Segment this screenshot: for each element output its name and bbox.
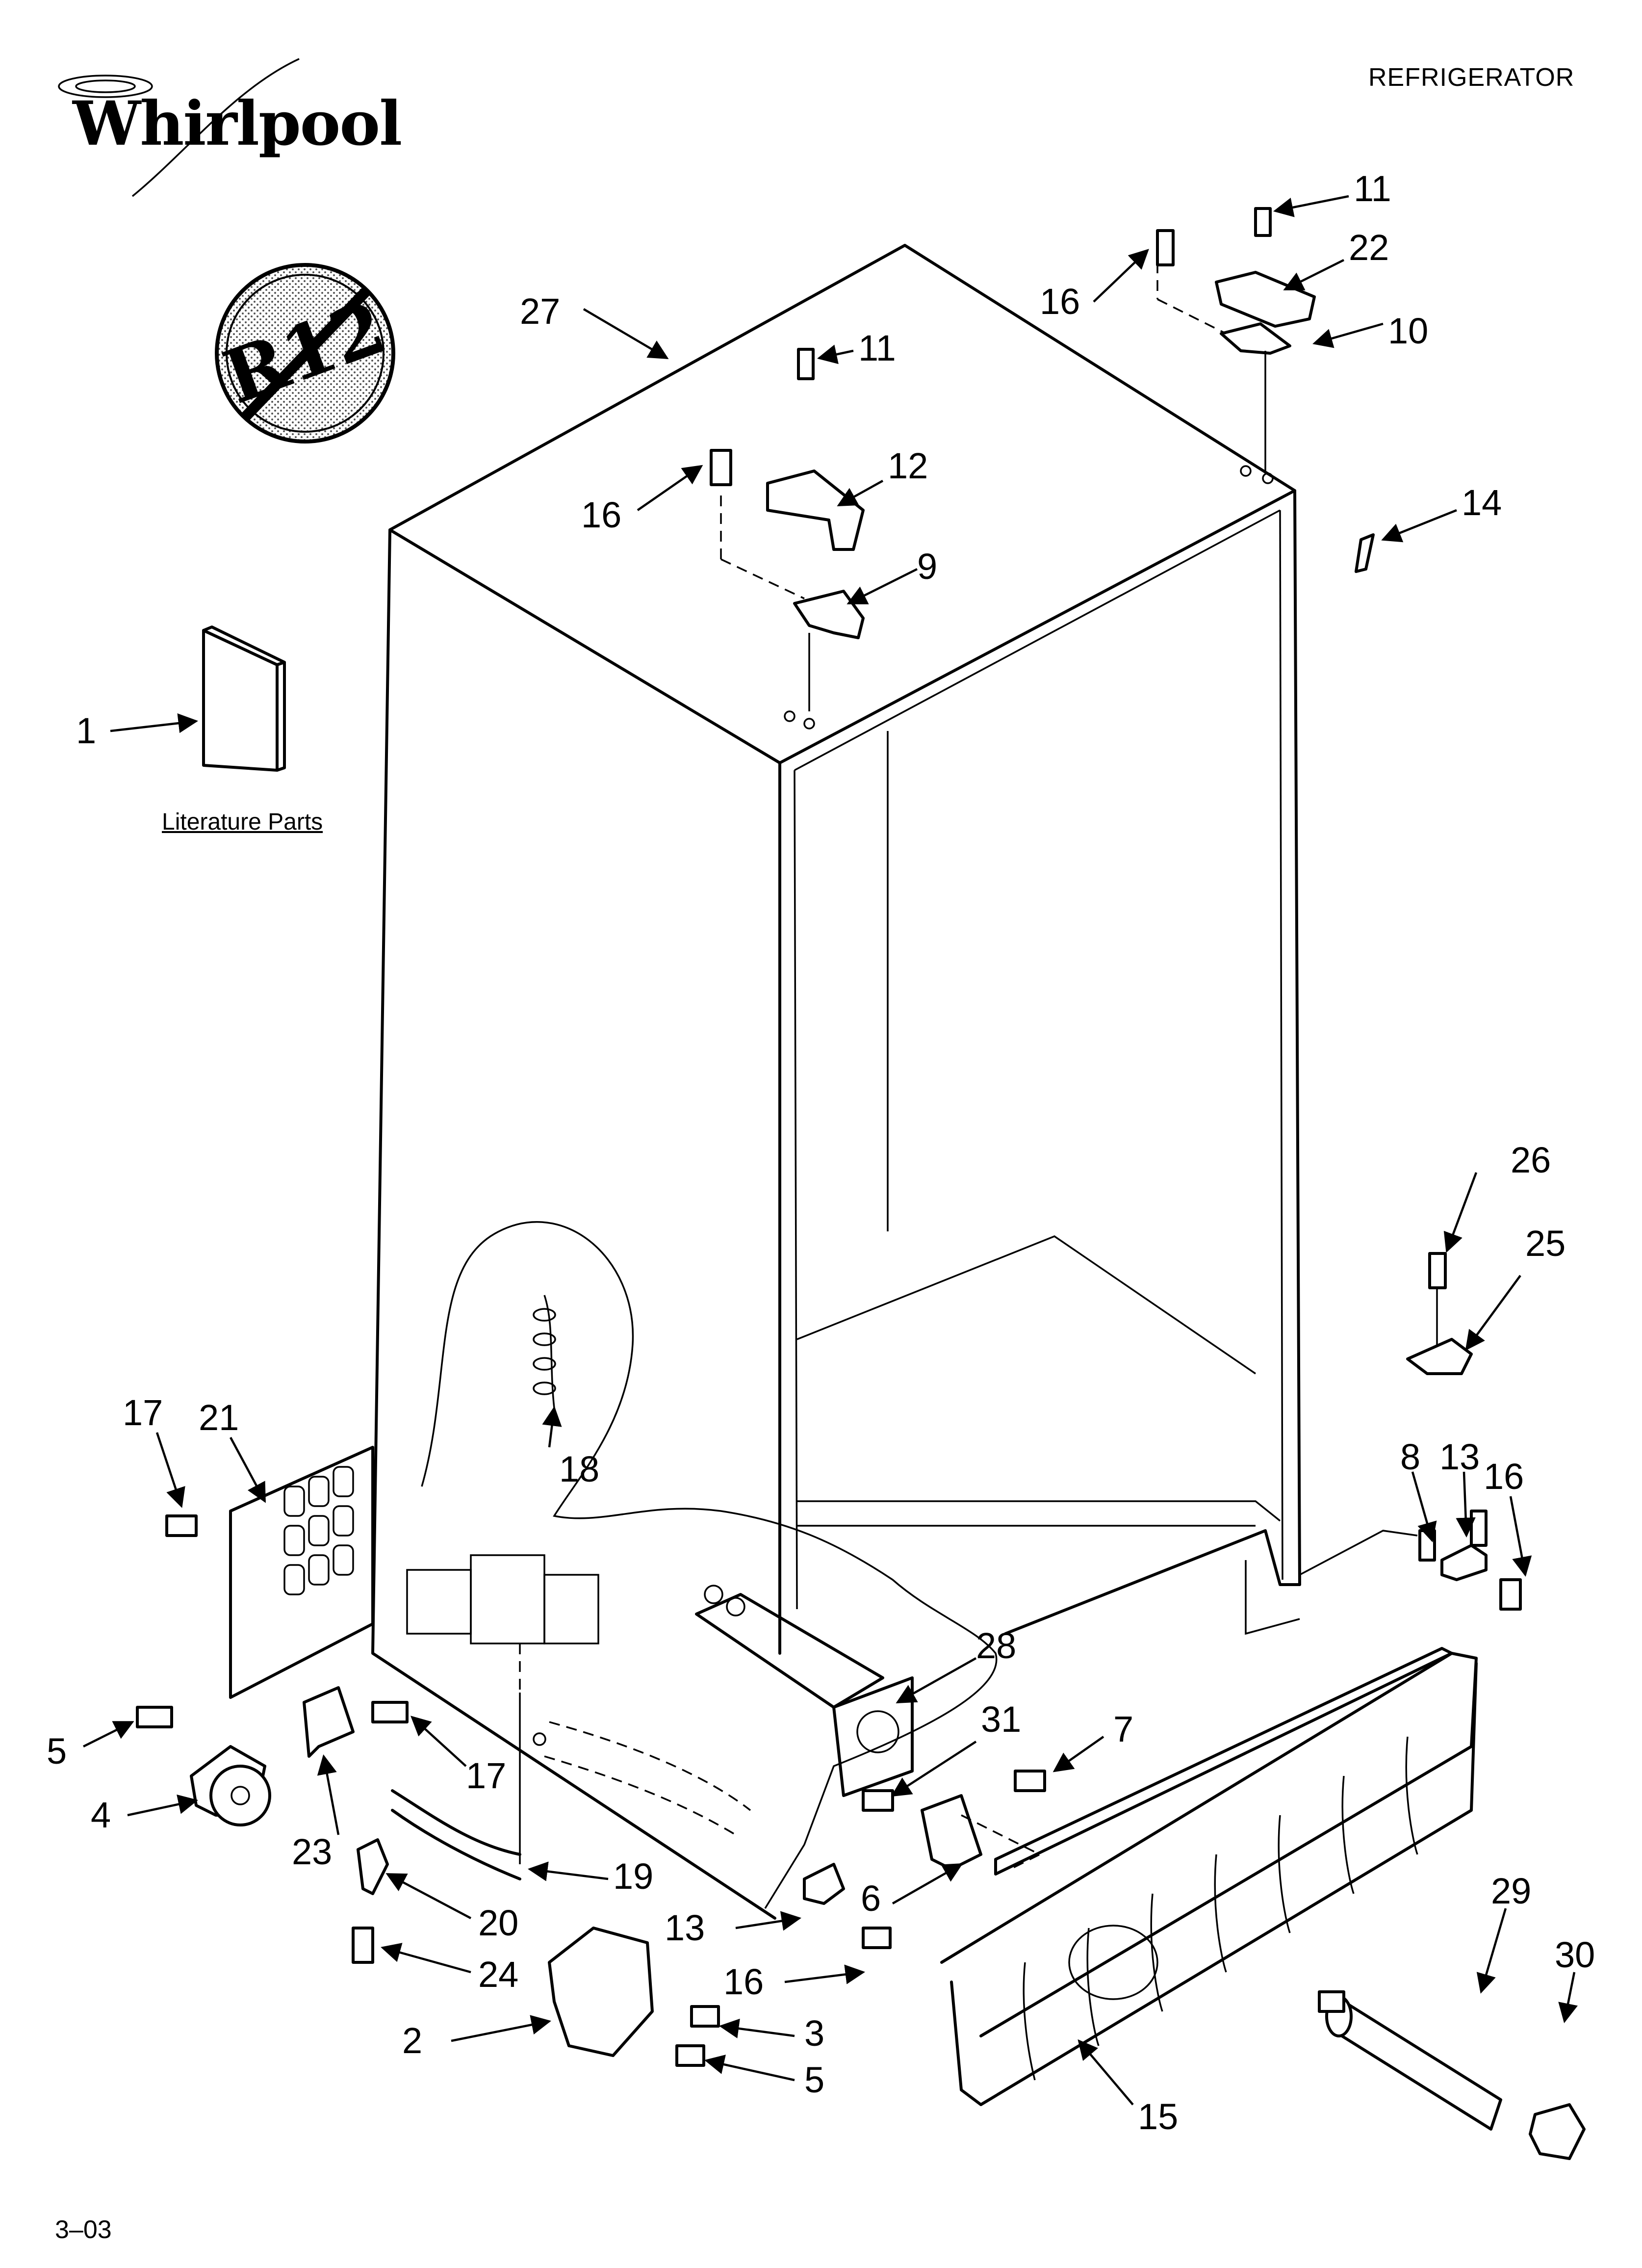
no-r12-refrigerant-icon: R12: [213, 263, 396, 443]
callout-24: 24: [478, 1954, 518, 1995]
side-vent-panel: [165, 1446, 374, 1699]
callout-3: 3: [804, 2013, 824, 2054]
callout-9: 9: [917, 546, 937, 587]
callout-6: 6: [861, 1878, 881, 1919]
callout-10: 10: [1388, 311, 1428, 351]
callout-25: 25: [1525, 1223, 1565, 1264]
callout-20: 20: [478, 1903, 518, 1943]
machine-compartment-cutaway: [406, 1221, 998, 1909]
callout-30: 30: [1555, 1934, 1595, 1975]
top-left-hinge-assembly: [710, 348, 865, 730]
callout-18: 18: [559, 1449, 599, 1489]
literature-parts-label: Literature Parts: [162, 809, 323, 835]
literature-booklet-part: [202, 626, 286, 772]
refrigerator-cabinet: [371, 244, 1301, 1920]
callout-19: 19: [613, 1856, 653, 1897]
lower-right-hinge-assembly: [1299, 1252, 1522, 1611]
footer-code: 3–03: [55, 2216, 112, 2244]
center-lower-hardware: [803, 1770, 1046, 1949]
callout-12: 12: [888, 445, 928, 486]
callout-28: 28: [976, 1625, 1016, 1666]
callout-13: 13: [1439, 1436, 1480, 1477]
callout-8: 8: [1400, 1436, 1420, 1477]
front-roller-assembly: [136, 1706, 271, 1826]
callout-27: 27: [520, 291, 560, 332]
callout-26: 26: [1511, 1140, 1551, 1180]
callout-13: 13: [665, 1907, 705, 1948]
callout-17: 17: [466, 1755, 506, 1796]
callout-16: 16: [723, 1961, 764, 2002]
callout-11: 11: [1354, 168, 1391, 209]
callout-22: 22: [1349, 227, 1389, 268]
water-tube-and-clip: [352, 1693, 521, 1964]
callout-11: 11: [858, 328, 896, 368]
top-right-hinge-assembly: [1156, 207, 1375, 573]
callout-16: 16: [1040, 281, 1080, 322]
callout-2: 2: [402, 2020, 422, 2061]
callout-29: 29: [1491, 1871, 1531, 1911]
callout-15: 15: [1138, 2096, 1178, 2137]
callout-17: 17: [123, 1392, 163, 1433]
document-title: REFRIGERATOR: [1368, 63, 1575, 92]
callout-leaders: [82, 195, 1578, 2106]
water-filter-cap: [1529, 2103, 1586, 2160]
callout-16: 16: [1484, 1456, 1524, 1497]
ground-strap-bracket: [303, 1686, 409, 1758]
callout-23: 23: [292, 1831, 332, 1872]
callout-numbers: 1 27 16 11 12 9 16 11 22 10 14 26 25 8 1…: [47, 168, 1595, 2137]
callout-1: 1: [76, 710, 96, 751]
callout-16: 16: [581, 495, 621, 535]
compressor-mount-bracket: [548, 1927, 720, 2067]
callout-5: 5: [47, 1731, 67, 1772]
callout-21: 21: [199, 1397, 239, 1438]
callout-5: 5: [804, 2059, 824, 2100]
callout-14: 14: [1462, 482, 1502, 523]
callout-7: 7: [1113, 1709, 1133, 1749]
callout-31: 31: [981, 1699, 1021, 1740]
logo-swirl-icon: [58, 58, 300, 197]
water-filter-cartridge: [1318, 1990, 1502, 2131]
base-grille: [940, 1647, 1478, 2106]
callout-4: 4: [91, 1795, 111, 1835]
